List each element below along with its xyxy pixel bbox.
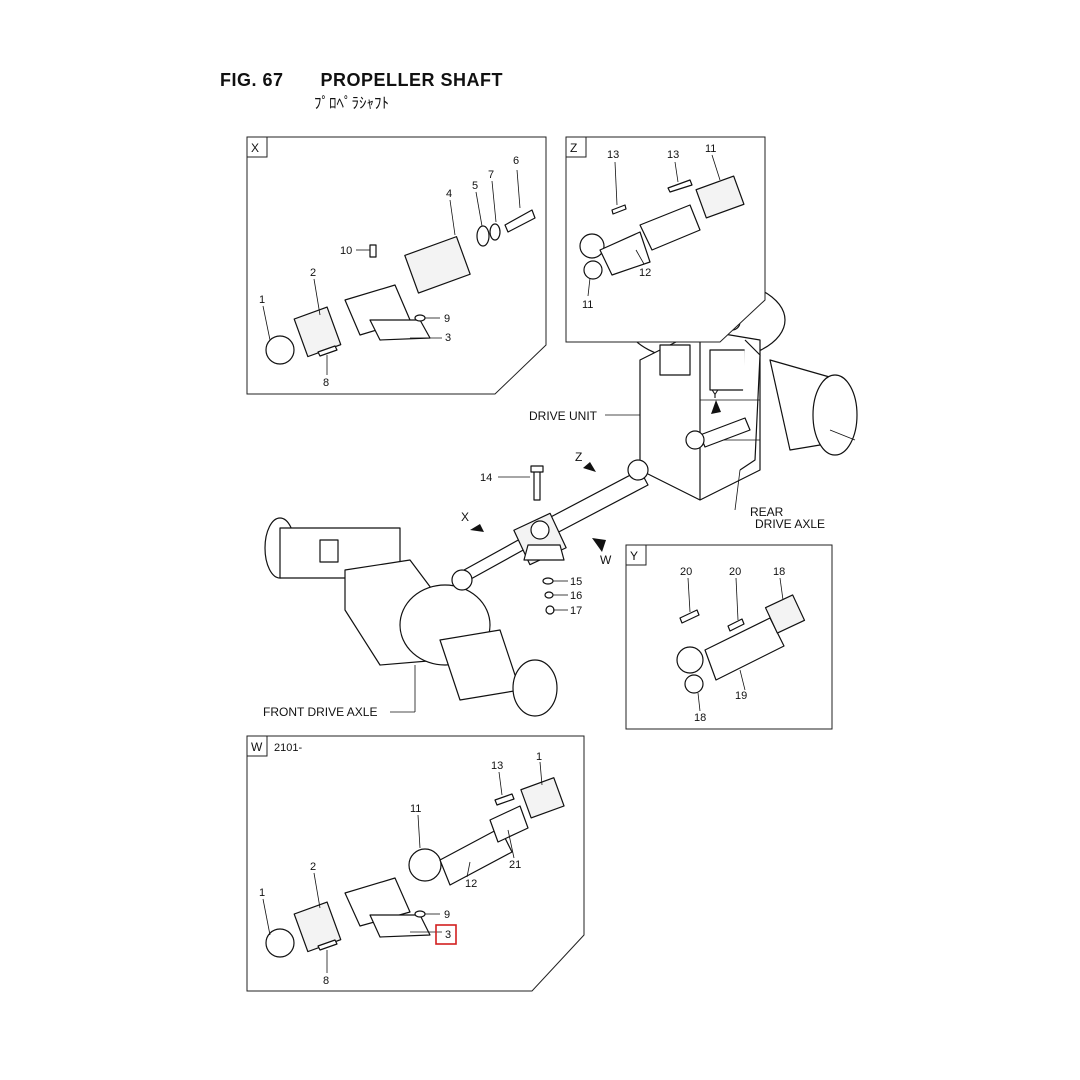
rear-axle-label-line2: DRIVE AXLE (755, 517, 825, 531)
figure-number: FIG. 67 (220, 70, 284, 90)
callout-11a: 11 (705, 143, 716, 155)
callout-11b: 11 (582, 299, 593, 311)
callout-20b: 20 (729, 566, 741, 578)
callout-17: 17 (570, 605, 582, 617)
panel-w-tag: W (251, 740, 263, 754)
callout-w-21: 21 (509, 859, 521, 871)
callout-w-8: 8 (323, 975, 329, 987)
front-drive-axle-illustration (264, 517, 558, 717)
view-arrows (470, 400, 721, 552)
callout-4: 4 (446, 188, 452, 200)
figure-title: PROPELLER SHAFT (320, 70, 504, 90)
callout-18a: 18 (773, 566, 785, 578)
callout-18b: 18 (694, 712, 706, 724)
callout-19: 19 (735, 690, 747, 702)
callout-8: 8 (323, 377, 329, 389)
rear-axle-label-line1: REAR (750, 505, 784, 519)
callout-w-1: 1 (259, 887, 265, 899)
view-z-letter: Z (575, 450, 582, 464)
callout-1: 1 (259, 294, 265, 306)
view-z-arrow (583, 462, 596, 472)
view-w-letter: W (600, 553, 612, 567)
view-x-arrow (470, 524, 484, 540)
panel-x: X 1 2 3 (246, 136, 547, 395)
view-y-arrow (711, 400, 721, 414)
callout-10: 10 (340, 245, 352, 257)
callout-13b: 13 (667, 149, 679, 161)
callout-14: 14 (480, 472, 492, 484)
panel-z: Z 13 13 11 12 11 (565, 136, 766, 343)
figure-header: FIG. 67 PROPELLER SHAFT (220, 70, 503, 91)
callout-15: 15 (570, 576, 582, 588)
callout-w-3-highlighted[interactable]: 3 (445, 929, 451, 941)
callout-6: 6 (513, 155, 519, 167)
callout-3: 3 (445, 332, 451, 344)
panel-z-tag: Z (570, 141, 577, 155)
view-w-arrow (592, 538, 606, 552)
callout-16: 16 (570, 590, 582, 602)
callout-w-2: 2 (310, 861, 316, 873)
propeller-shaft-illustration (451, 417, 751, 615)
callout-w-12: 12 (465, 878, 477, 890)
drive-unit-label: DRIVE UNIT (529, 409, 598, 423)
drive-unit-illustration (639, 329, 761, 501)
callout-w-1-top: 1 (536, 751, 542, 763)
callout-20a: 20 (680, 566, 692, 578)
panel-w-serial: 2101- (274, 742, 302, 754)
figure-subtitle: ﾌﾟﾛﾍﾟﾗｼｬﾌﾄ (314, 94, 390, 112)
panel-y: Y 20 20 18 19 18 (625, 544, 833, 730)
callout-w-13: 13 (491, 760, 503, 772)
highlight-box[interactable] (435, 924, 457, 945)
callout-2: 2 (310, 267, 316, 279)
callout-7: 7 (488, 169, 494, 181)
callout-13a: 13 (607, 149, 619, 161)
front-axle-label: FRONT DRIVE AXLE (263, 705, 377, 719)
view-y-letter: Y (711, 387, 719, 401)
panel-x-tag: X (251, 141, 259, 155)
view-x-letter: X (461, 510, 469, 524)
callout-12: 12 (639, 267, 651, 279)
panel-w: W 2101- 13 1 11 21 (246, 735, 585, 992)
panel-y-tag: Y (630, 549, 638, 563)
callout-w-9: 9 (444, 909, 450, 921)
callout-5: 5 (472, 180, 478, 192)
callout-9: 9 (444, 313, 450, 325)
callout-w-11: 11 (410, 803, 421, 815)
